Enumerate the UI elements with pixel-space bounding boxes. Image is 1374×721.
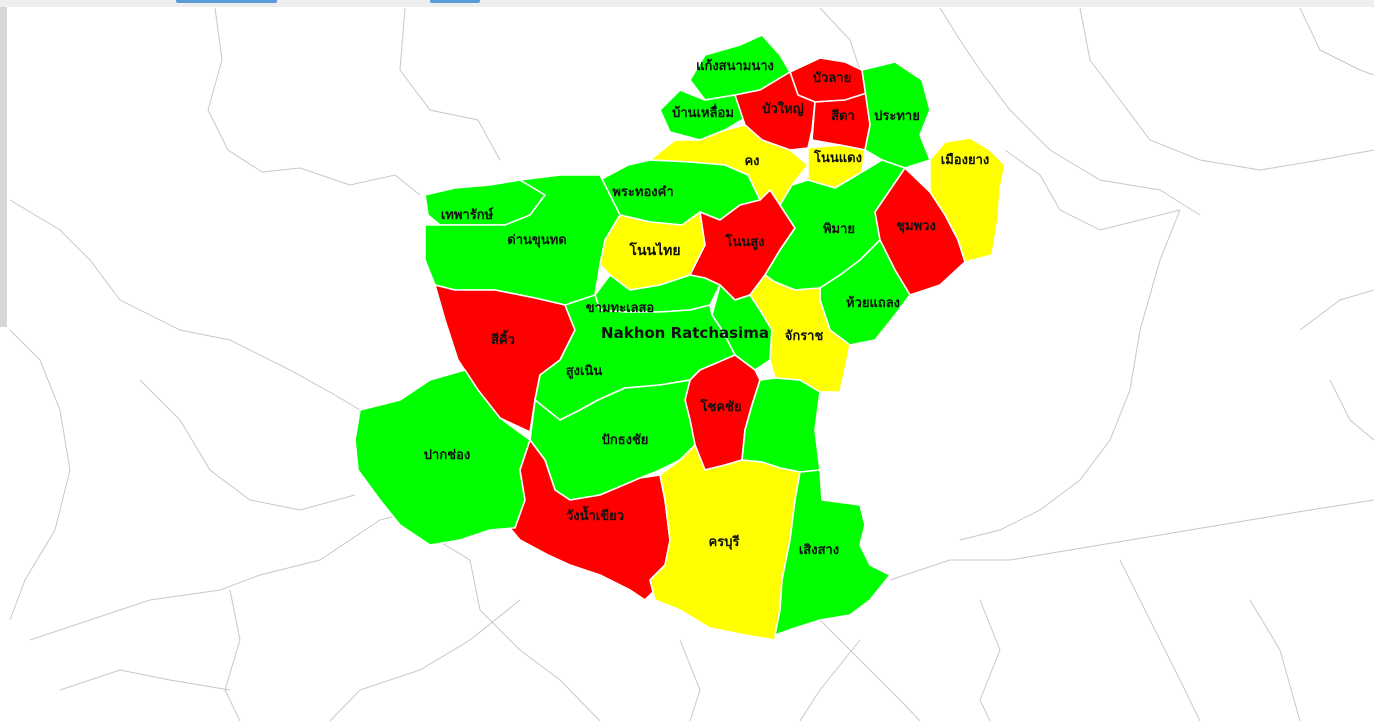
- label-khon-buri: ครบุรี: [709, 534, 740, 550]
- label-kham-thale-so: ขามทะเลสอ: [586, 301, 654, 316]
- district-wang-nam-khiao[interactable]: [509, 439, 671, 601]
- label-dan-khun-thot: ด่านขุนทด: [507, 233, 566, 248]
- province-label: Nakhon Ratchasima: [601, 324, 769, 342]
- label-pak-thong-chai: ปักธงชัย: [602, 433, 649, 448]
- top-toolbar-strip: [0, 0, 1374, 7]
- label-phimai: พิมาย: [823, 222, 855, 237]
- label-khong: คง: [744, 154, 759, 169]
- label-non-thai: โนนไทย: [628, 241, 680, 259]
- toolbar-tab-indicator[interactable]: [430, 0, 480, 3]
- label-non-sung: โนนสูง: [724, 233, 764, 250]
- label-chok-chai: โชคชัย: [700, 398, 742, 415]
- label-prathai: ประทาย: [874, 109, 920, 124]
- label-bua-yai: บัวใหญ่: [762, 100, 804, 117]
- label-non-daeng: โนนแดง: [813, 149, 862, 166]
- label-kaeng-sanam-nang: แก้งสนามนาง: [696, 58, 774, 74]
- left-scrollbar-edge[interactable]: [0, 7, 7, 327]
- label-pak-chong: ปากช่อง: [424, 448, 470, 463]
- label-sikhio: สีคิ้ว: [491, 329, 515, 348]
- label-mueang-yang: เมืองยาง: [941, 152, 989, 168]
- district-soeng-sang[interactable]: [774, 469, 891, 636]
- label-ban-lueam: บ้านเหลื่อม: [672, 103, 734, 121]
- label-sung-noen: สูงเนิน: [566, 364, 603, 379]
- label-thepharak: เทพารักษ์: [441, 207, 494, 223]
- label-bua-lai: บัวลาย: [813, 71, 851, 86]
- districts-layer: [354, 34, 1006, 641]
- district-chakkarat[interactable]: [749, 274, 851, 393]
- label-soeng-sang: เสิงสาง: [799, 543, 839, 558]
- label-phra-thong-kham: พระทองคำ: [612, 184, 673, 200]
- label-huai-thalaeng: ห้วยแถลง: [846, 295, 900, 311]
- neighbor-province-borders: [9, 7, 1374, 721]
- label-chakkarat: จักราช: [785, 329, 824, 344]
- label-chum-phuang: ชุมพวง: [896, 219, 936, 234]
- toolbar-tab-indicator[interactable]: [176, 0, 277, 3]
- district-labels: แก้งสนามนาง บัวลาย บ้านเหลื่อม บัวใหญ่ ส…: [424, 58, 989, 558]
- label-wang-nam-khiao: วังน้ำเขียว: [566, 505, 624, 524]
- label-sida: สีดา: [831, 108, 855, 124]
- district-chum-phuang[interactable]: [874, 167, 966, 296]
